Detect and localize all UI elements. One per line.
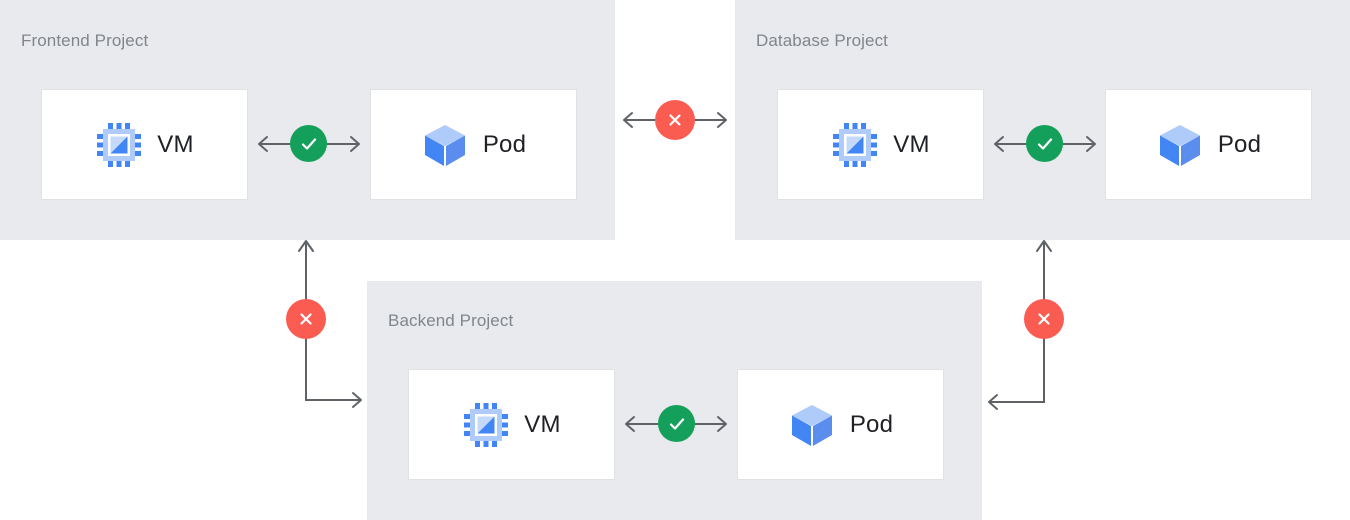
- status-badge-backend-internal[interactable]: [658, 405, 695, 442]
- cross-icon: [1038, 313, 1050, 325]
- resource-card-database-vm[interactable]: VM: [777, 89, 984, 200]
- pod-cube-icon: [788, 401, 836, 449]
- resource-card-backend-pod[interactable]: Pod: [737, 369, 944, 480]
- vm-chip-icon: [95, 121, 143, 169]
- resource-card-database-pod[interactable]: Pod: [1105, 89, 1312, 200]
- resource-label: VM: [157, 130, 194, 158]
- status-badge-frontend-backend[interactable]: [286, 299, 326, 339]
- pod-cube-icon: [421, 121, 469, 169]
- check-icon: [301, 137, 316, 150]
- status-badge-frontend-database[interactable]: [655, 100, 695, 140]
- resource-card-frontend-pod[interactable]: Pod: [370, 89, 577, 200]
- status-badge-database-internal[interactable]: [1026, 125, 1063, 162]
- project-title-frontend: Frontend Project: [21, 31, 149, 50]
- resource-label: VM: [893, 130, 930, 158]
- check-icon: [1037, 137, 1052, 150]
- resource-label: Pod: [1217, 130, 1262, 158]
- cross-icon: [669, 114, 681, 126]
- resource-card-frontend-vm[interactable]: VM: [41, 89, 248, 200]
- resource-card-backend-vm[interactable]: VM: [408, 369, 615, 480]
- vm-chip-icon: [831, 121, 879, 169]
- cross-icon: [300, 313, 312, 325]
- pod-cube-icon: [1156, 121, 1204, 169]
- resource-label: Pod: [849, 410, 894, 438]
- status-badge-frontend-internal[interactable]: [290, 125, 327, 162]
- status-badge-database-backend[interactable]: [1024, 299, 1064, 339]
- resource-label: Pod: [482, 130, 527, 158]
- project-title-database: Database Project: [756, 31, 889, 50]
- check-icon: [669, 417, 684, 430]
- project-title-backend: Backend Project: [388, 311, 514, 330]
- resource-label: VM: [524, 410, 561, 438]
- vm-chip-icon: [462, 401, 510, 449]
